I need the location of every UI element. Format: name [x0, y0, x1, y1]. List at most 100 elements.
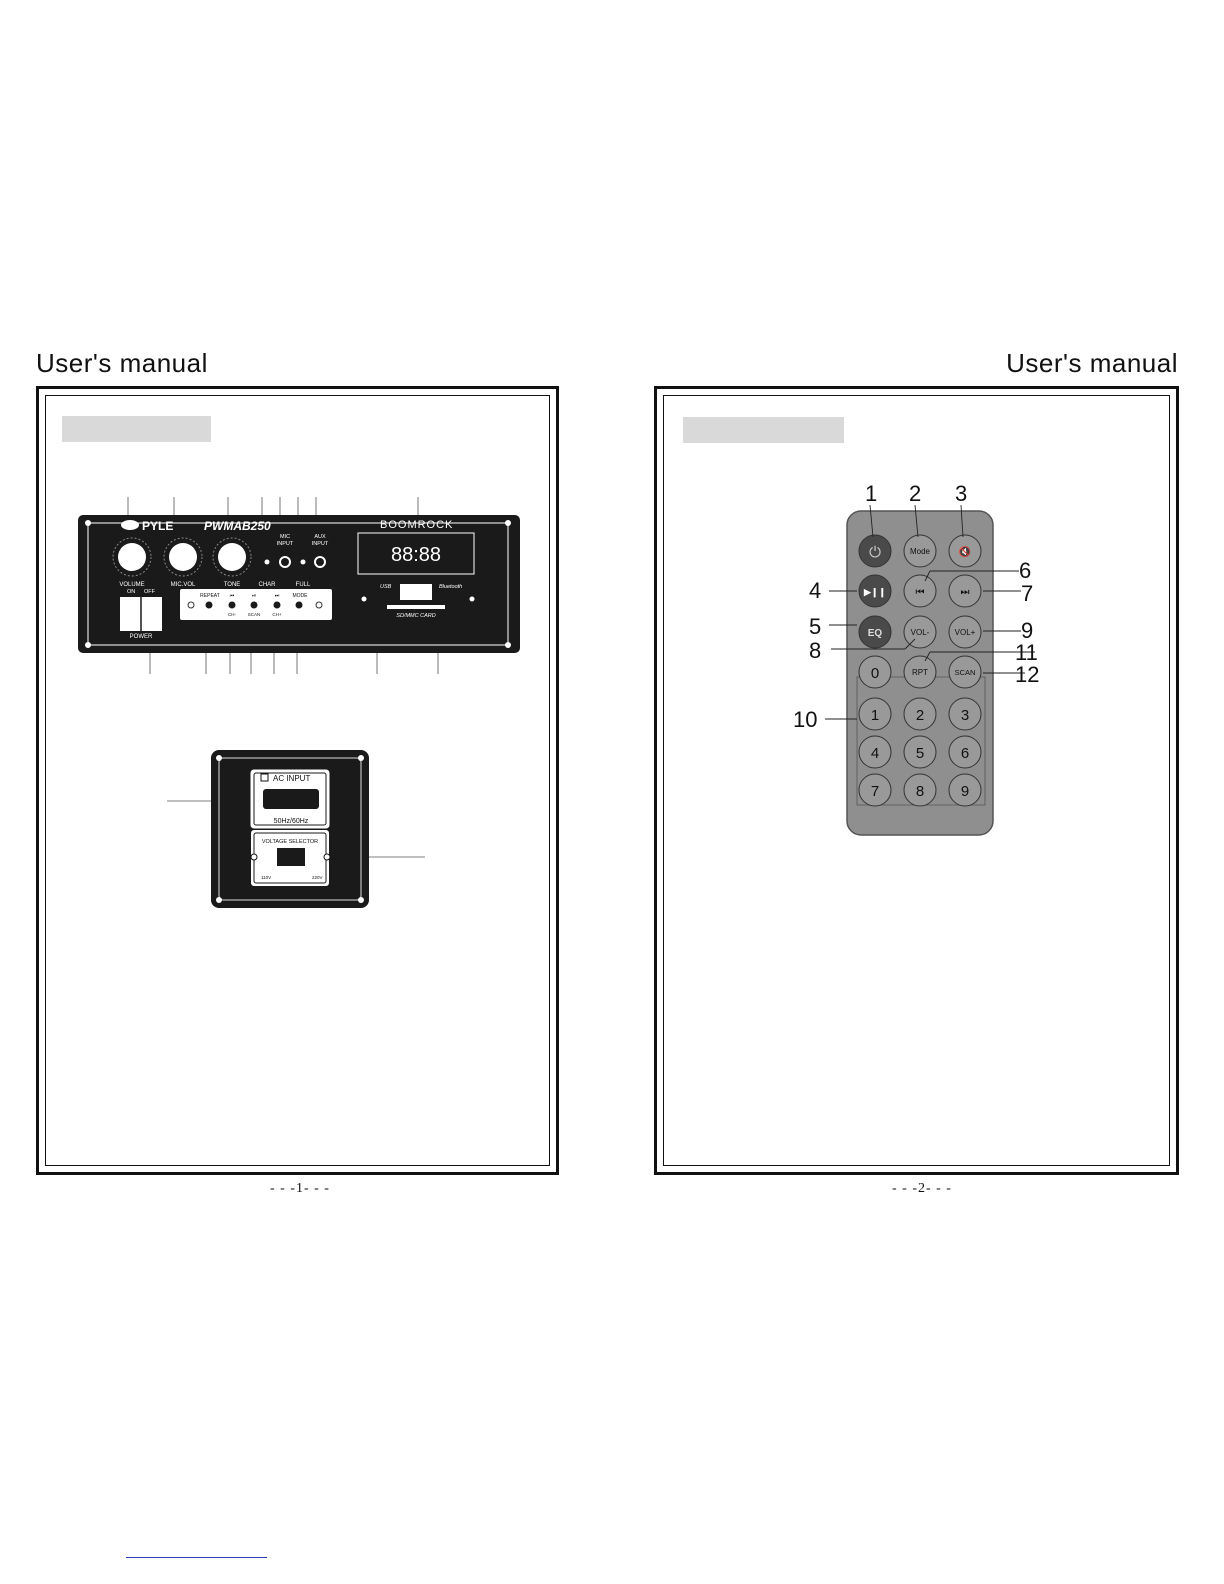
mode-button: Mode: [903, 534, 937, 568]
charge-led: [264, 559, 270, 565]
digit-5-button: 5: [903, 735, 937, 769]
mic-label-1: MIC: [280, 534, 290, 540]
page-2-frame: ⏻ Mode 🔇 ▶❙❙ ⏮ ⏭ EQ VOL- VOL+ 0 RPT SCAN…: [654, 386, 1179, 1175]
section-heading-bar: [683, 417, 844, 443]
sd-card-label: SD/MMC CARD: [396, 613, 435, 619]
callout-10: 10: [793, 707, 817, 732]
scan-button: SCAN: [948, 655, 982, 689]
scan-label: SCAN: [248, 612, 261, 617]
callout-6: 6: [1019, 558, 1031, 583]
digit-6-button: 6: [948, 735, 982, 769]
power-label: POWER: [130, 634, 153, 640]
svg-text:2: 2: [916, 707, 924, 724]
vol-minus-button: VOL-: [903, 615, 937, 649]
mode-label: MODE: [293, 593, 309, 599]
digit-7-button: 7: [858, 773, 892, 807]
header-left-title: User's manual: [36, 348, 208, 378]
charge-label: CHAR: [258, 582, 276, 588]
frequency-label: 50Hz/60Hz: [274, 818, 309, 825]
volume-label: VOLUME: [119, 582, 144, 588]
page-1-frame: PYLE PWMAB250 BOOMROCK VOLUME MIC.VOL TO…: [36, 386, 559, 1175]
bluetooth-label: Bluetooth: [439, 584, 462, 590]
svg-text:6: 6: [961, 745, 969, 762]
callout-1: 1: [865, 481, 877, 506]
remote-control-diagram: ⏻ Mode 🔇 ▶❙❙ ⏮ ⏭ EQ VOL- VOL+ 0 RPT SCAN…: [793, 481, 1039, 836]
ch-minus-label: CH-: [228, 612, 236, 617]
boomrock-logo: BOOMROCK: [380, 519, 453, 531]
digit-1-button: 1: [858, 697, 892, 731]
callout-2: 2: [909, 481, 921, 506]
voltage-selector-switch: [277, 848, 305, 866]
svg-text:Mode: Mode: [910, 547, 931, 556]
svg-text:3: 3: [961, 707, 969, 724]
full-led: [300, 559, 306, 565]
callout-8: 8: [809, 638, 821, 663]
110v-label: 110V: [261, 875, 271, 880]
digit-2-button: 2: [903, 697, 937, 731]
power-button: ⏻: [858, 534, 892, 568]
page-number-2: - - -2- - -: [892, 1181, 952, 1196]
svg-text:9: 9: [961, 783, 969, 800]
prev-icon: ⏮: [916, 587, 925, 598]
digit-4-button: 4: [858, 735, 892, 769]
full-label: FULL: [296, 582, 311, 588]
aux-label-1: AUX: [314, 534, 326, 540]
mute-icon: 🔇: [959, 545, 971, 558]
sd-card-slot: [387, 605, 445, 609]
mic-label-2: INPUT: [277, 541, 294, 547]
voltage-selector-label: VOLTAGE SELECTOR: [262, 839, 318, 845]
rear-panel: AC INPUT 50Hz/60Hz VOLTAGE SELECTOR 110V…: [167, 750, 425, 908]
svg-text:4: 4: [871, 745, 879, 762]
svg-text:SCAN: SCAN: [955, 668, 976, 677]
callout-3: 3: [955, 481, 967, 506]
svg-text:7: 7: [871, 783, 879, 800]
aux-label-2: INPUT: [312, 541, 329, 547]
ch-plus-label: CH+: [272, 612, 281, 617]
mute-button: 🔇: [948, 534, 982, 568]
prev-button: ⏮: [903, 574, 937, 608]
led-display: [357, 532, 475, 575]
ac-input-label: AC INPUT: [273, 774, 310, 783]
pyle-logo-icon: [121, 520, 139, 530]
mic-vol-label: MIC.VOL: [171, 582, 196, 588]
tone-label: TONE: [224, 582, 241, 588]
svg-text:VOL+: VOL+: [955, 628, 976, 637]
ac-input-socket: [263, 789, 319, 809]
footer-link-underline[interactable]: [126, 1557, 267, 1558]
power-off-label: OFF: [144, 589, 156, 595]
svg-text:1: 1: [871, 707, 879, 724]
mic-vol-knob: [163, 537, 203, 577]
page-2-inner-border: [663, 395, 1170, 1166]
svg-text:RPT: RPT: [912, 668, 928, 677]
next-icon: ⏭: [275, 593, 280, 599]
callout-11: 11: [1015, 640, 1038, 665]
eq-button: EQ: [858, 615, 892, 649]
digit-8-button: 8: [903, 773, 937, 807]
callout-9: 9: [1021, 618, 1033, 643]
volume-knob: [112, 537, 152, 577]
header-right-title: User's manual: [1006, 348, 1178, 378]
digit-9-button: 9: [948, 773, 982, 807]
play-pause-button: ▶❙❙: [858, 574, 892, 608]
svg-text:VOL-: VOL-: [911, 628, 930, 637]
callout-4: 4: [809, 578, 821, 603]
220v-label: 220V: [312, 875, 323, 880]
svg-text:8: 8: [916, 783, 924, 800]
page-number-1: - - -1- - -: [270, 1181, 330, 1196]
page-1-inner-border: [45, 395, 550, 1166]
rpt-button: RPT: [903, 655, 937, 689]
power-icon: ⏻: [869, 544, 881, 561]
display-readout: 88:88: [391, 544, 441, 566]
aux-input-jack: [314, 556, 326, 568]
callout-12: 12: [1015, 662, 1039, 687]
callout-5: 5: [809, 614, 821, 639]
tone-knob: [212, 537, 252, 577]
digit-0-button: 0: [858, 655, 892, 689]
brand-label: PYLE: [142, 519, 173, 533]
callout-7: 7: [1021, 581, 1033, 606]
play-pause-icon: ▶❙❙: [863, 587, 886, 598]
power-on-label: ON: [127, 589, 135, 595]
usb-label: USB: [380, 584, 392, 590]
vol-plus-button: VOL+: [948, 615, 982, 649]
section-heading-bar: [62, 416, 211, 442]
